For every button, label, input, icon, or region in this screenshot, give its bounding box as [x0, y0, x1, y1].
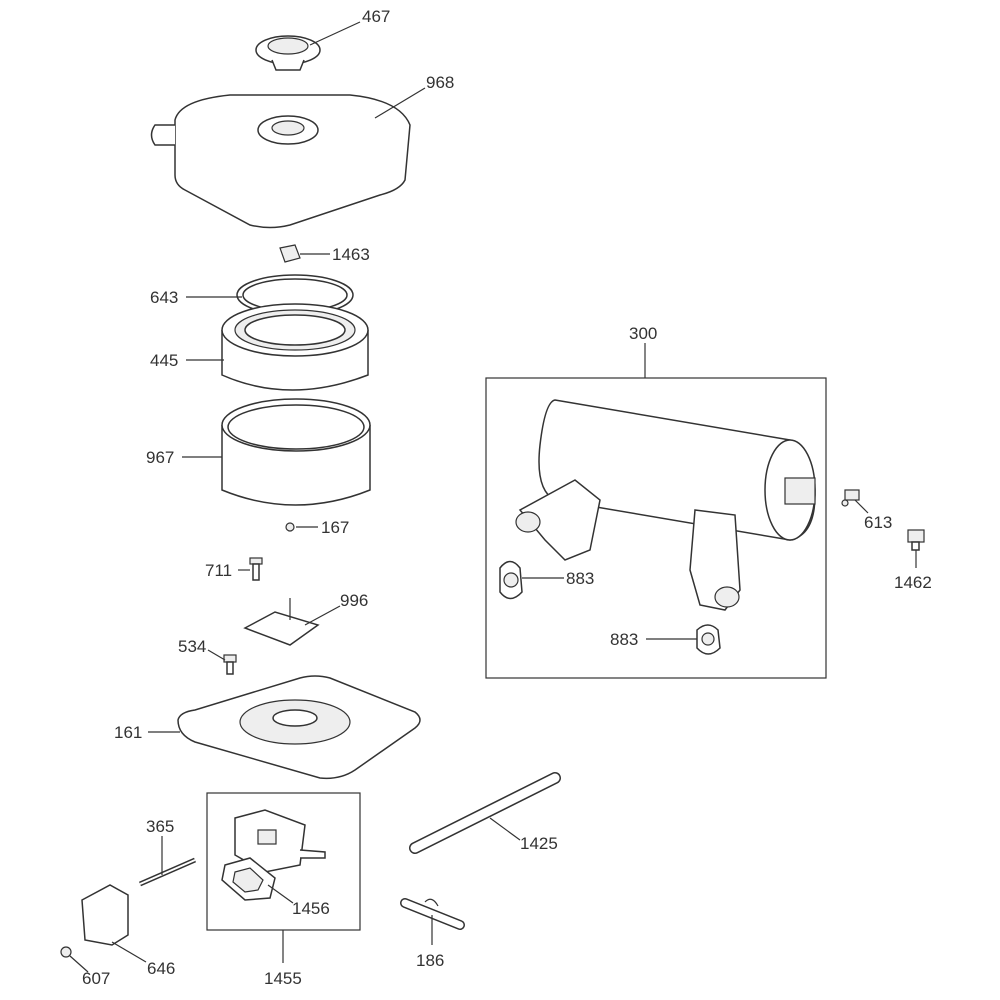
callout-607: 607 — [82, 969, 110, 988]
part-967-precleaner[interactable] — [221, 398, 371, 506]
callout-186: 186 — [416, 951, 444, 970]
callout-1456: 1456 — [292, 899, 330, 918]
callout-1463: 1463 — [332, 245, 370, 264]
callout-1462: 1462 — [894, 573, 932, 592]
part-643-seal-ring[interactable] — [236, 274, 354, 316]
part-1455-throttle-body[interactable] — [234, 809, 326, 873]
callout-968: 968 — [426, 73, 454, 92]
part-996-bracket[interactable] — [243, 598, 320, 646]
part-365-stud[interactable] — [139, 857, 196, 887]
callout-534: 534 — [178, 637, 206, 656]
callout-1455: 1455 — [264, 969, 302, 988]
leader-lines — [69, 21, 917, 973]
part-534-screw[interactable] — [223, 654, 237, 675]
callout-161: 161 — [114, 723, 142, 742]
callout-300: 300 — [629, 324, 657, 343]
callout-883: 883 — [566, 569, 594, 588]
callout-711: 711 — [205, 561, 232, 580]
callout-box-300 — [485, 377, 827, 679]
callout-613: 613 — [864, 513, 892, 532]
part-467-cap[interactable] — [255, 35, 321, 71]
callout-445: 445 — [150, 351, 178, 370]
callout-467: 467 — [362, 7, 390, 26]
part-613-bolt[interactable] — [841, 489, 860, 507]
callout-1425: 1425 — [520, 834, 558, 853]
part-1462-bolt[interactable] — [907, 529, 925, 551]
part-300-muffler[interactable] — [515, 399, 816, 611]
part-445-filter-element[interactable] — [221, 303, 369, 391]
callout-167: 167 — [321, 518, 349, 537]
part-161-base-plate[interactable] — [177, 675, 421, 780]
callout-883: 883 — [610, 630, 638, 649]
part-968-cover[interactable] — [150, 94, 411, 229]
part-1463-nut[interactable] — [279, 244, 301, 263]
part-646-bracket[interactable] — [81, 884, 129, 946]
part-883-gasket[interactable] — [499, 560, 523, 600]
callout-967: 967 — [146, 448, 174, 467]
part-607-screw[interactable] — [60, 946, 72, 958]
part-1425-tube[interactable] — [409, 772, 561, 854]
part-1456-gasket[interactable] — [221, 857, 276, 901]
part-883-gasket[interactable] — [696, 624, 721, 655]
callout-646: 646 — [147, 959, 175, 978]
part-186-fitting[interactable] — [400, 898, 465, 930]
part-167-clip[interactable] — [285, 522, 295, 532]
callout-365: 365 — [146, 817, 174, 836]
part-711-bolt[interactable] — [249, 557, 263, 581]
callout-labels: 467 968 1463 643 445 967 167 711 996 534… — [82, 7, 932, 988]
callout-996: 996 — [340, 591, 368, 610]
callout-643: 643 — [150, 288, 178, 307]
